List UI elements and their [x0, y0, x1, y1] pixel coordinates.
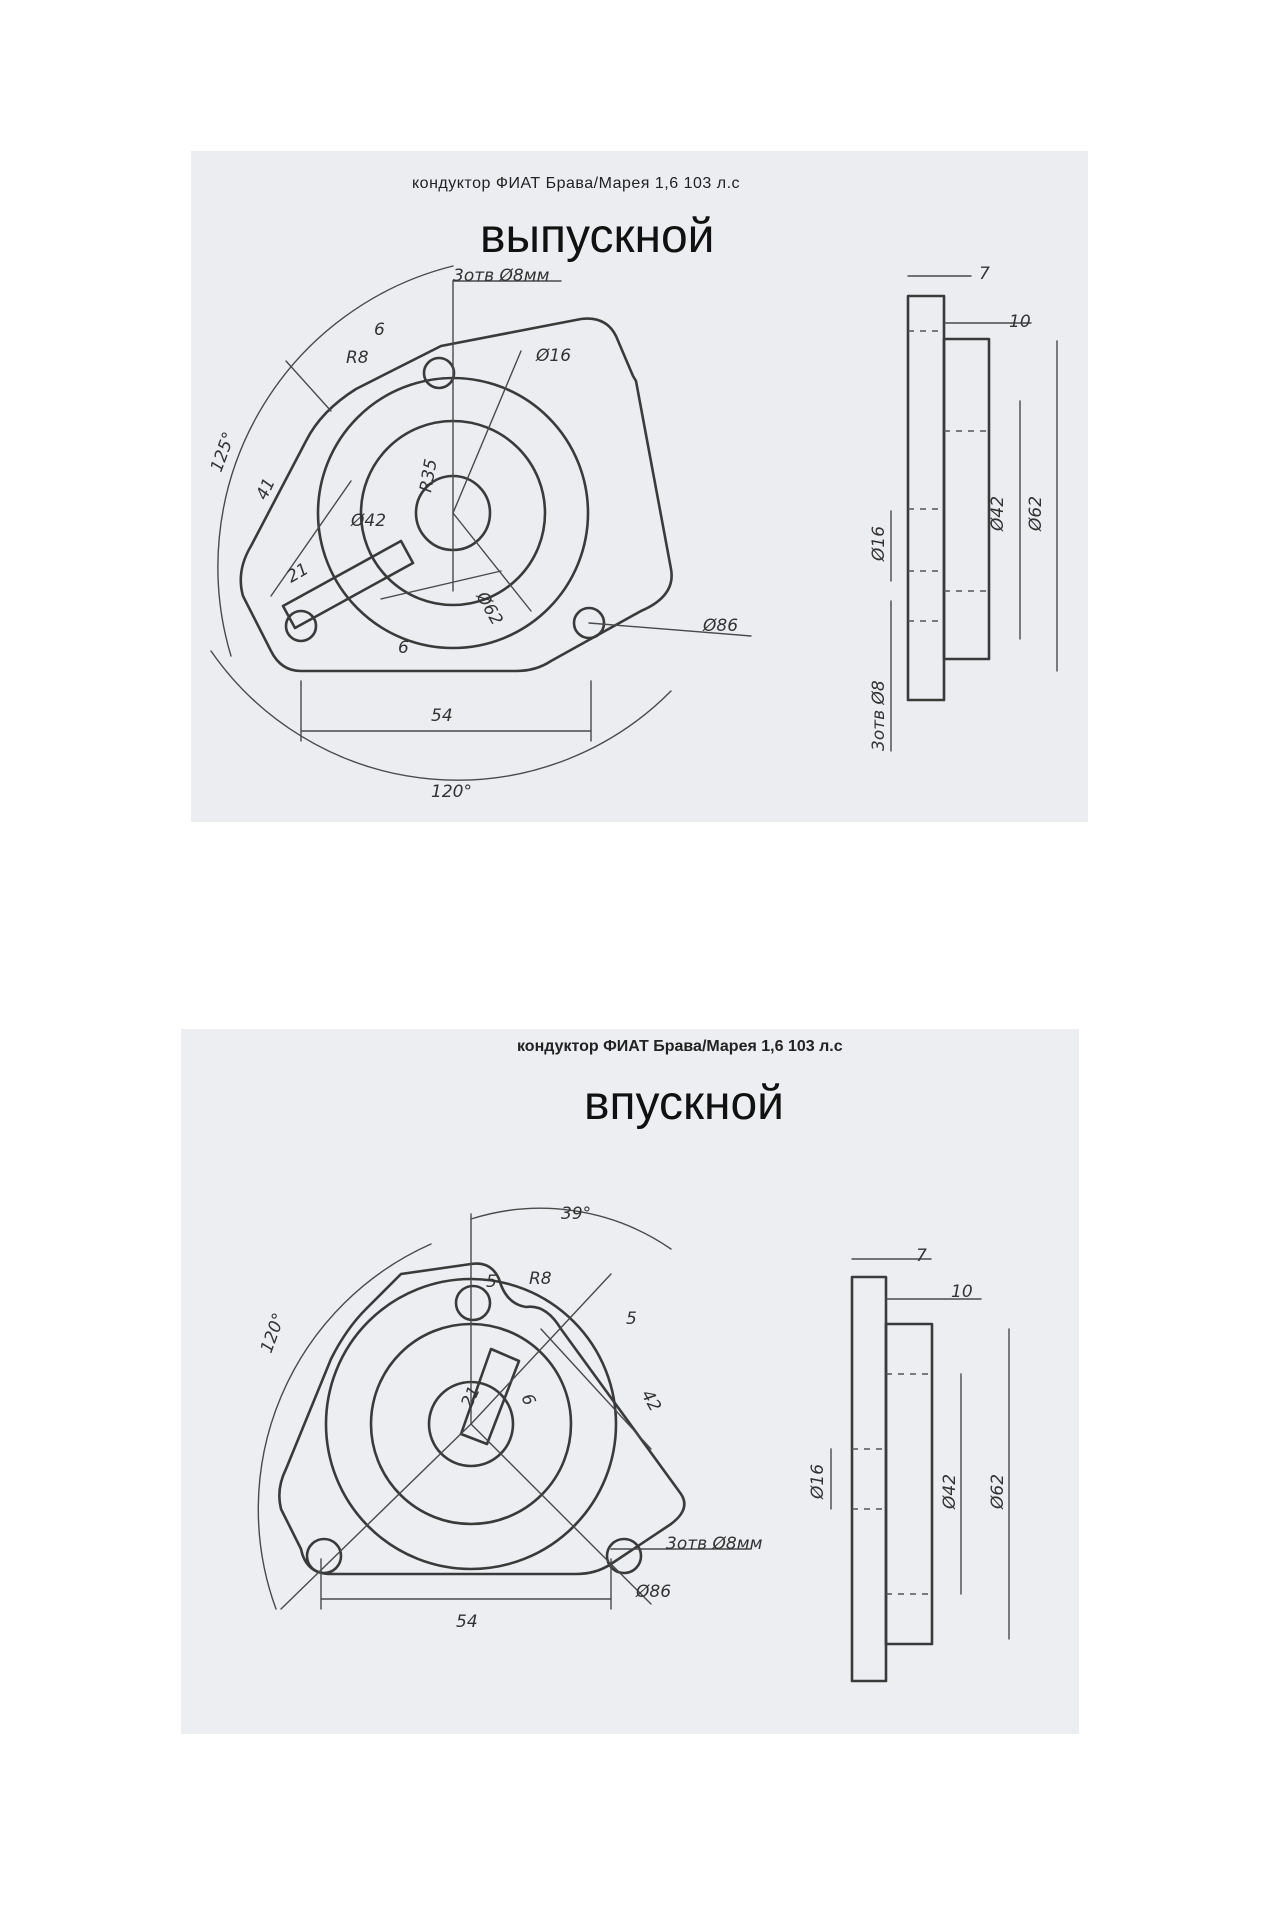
label-len-42: 42 — [637, 1387, 665, 1416]
label-side-d62: Ø62 — [1026, 496, 1046, 532]
label-six-top: 6 — [374, 320, 385, 340]
label-angle-39: 39° — [561, 1204, 591, 1224]
label-angle-120: 120° — [431, 782, 472, 802]
label-bore: Ø16 — [535, 346, 571, 366]
label-side-d16: Ø16 — [808, 1464, 828, 1500]
label-side-7: 7 — [979, 264, 990, 284]
drawing-sheet-exhaust: кондуктор ФИАТ Брава/Марея 1,6 103 л.с в… — [191, 151, 1088, 822]
label-w54: 54 — [431, 706, 453, 726]
drawing-sheet-intake: кондуктор ФИАТ Брава/Марея 1,6 103 л.с в… — [181, 1029, 1079, 1734]
label-side-10: 10 — [1009, 312, 1031, 332]
side-view: 7 10 Ø16 Ø42 Ø62 — [808, 1246, 1010, 1683]
mounting-hole — [284, 609, 318, 643]
label-angle-125: 125° — [207, 429, 240, 474]
label-w21: 21 — [457, 1383, 484, 1411]
slot — [459, 1347, 521, 1446]
label-d86: Ø86 — [702, 616, 738, 636]
label-side-d42: Ø42 — [988, 496, 1008, 532]
mounting-hole — [572, 606, 606, 640]
label-side-7: 7 — [916, 1246, 927, 1266]
label-r35: R35 — [416, 457, 442, 493]
slot — [281, 539, 415, 630]
label-r8: R8 — [346, 348, 369, 368]
label-holes: 3отв Ø8мм — [453, 266, 550, 286]
sheet-title: выпускной — [480, 210, 715, 263]
label-six-bottom: 6 — [398, 638, 409, 658]
label-w54: 54 — [456, 1612, 478, 1632]
label-side-d16: Ø16 — [869, 526, 889, 562]
label-five-top: 5 — [486, 1272, 497, 1292]
sheet-caption: кондуктор ФИАТ Брава/Марея 1,6 103 л.с — [517, 1038, 843, 1055]
mounting-hole — [422, 356, 456, 390]
label-holes: 3отв Ø8мм — [666, 1534, 763, 1554]
label-six: 6 — [516, 1391, 539, 1409]
label-d42: Ø42 — [350, 511, 386, 531]
sheet-caption: кондуктор ФИАТ Брава/Марея 1,6 103 л.с — [412, 175, 741, 192]
sheet-title: впускной — [584, 1077, 784, 1130]
label-side-10: 10 — [951, 1282, 973, 1302]
exhaust-flange-drawing: 3отв Ø8мм Ø16 R8 6 125° 41 R35 Ø42 Ø62 Ø… — [207, 264, 1058, 802]
mounting-hole — [454, 1284, 492, 1322]
label-side-d62: Ø62 — [988, 1474, 1008, 1510]
label-r8: R8 — [529, 1269, 552, 1289]
label-side-holes: 3отв Ø8 — [869, 680, 889, 751]
side-view: 7 10 Ø42 Ø62 Ø16 3отв Ø8 — [869, 264, 1058, 752]
flange-outline — [239, 317, 673, 673]
intake-flange-drawing: 39° 5 R8 5 120° 21 6 42 3отв Ø8мм Ø86 54… — [257, 1204, 1010, 1683]
mounting-hole — [605, 1537, 643, 1575]
label-d86: Ø86 — [635, 1582, 671, 1602]
label-side-d42: Ø42 — [940, 1474, 960, 1510]
mounting-hole — [305, 1537, 343, 1575]
label-w21: 21 — [284, 559, 313, 587]
label-angle-120: 120° — [257, 1310, 290, 1355]
label-d62: Ø62 — [471, 588, 506, 629]
label-five-right: 5 — [626, 1309, 637, 1329]
